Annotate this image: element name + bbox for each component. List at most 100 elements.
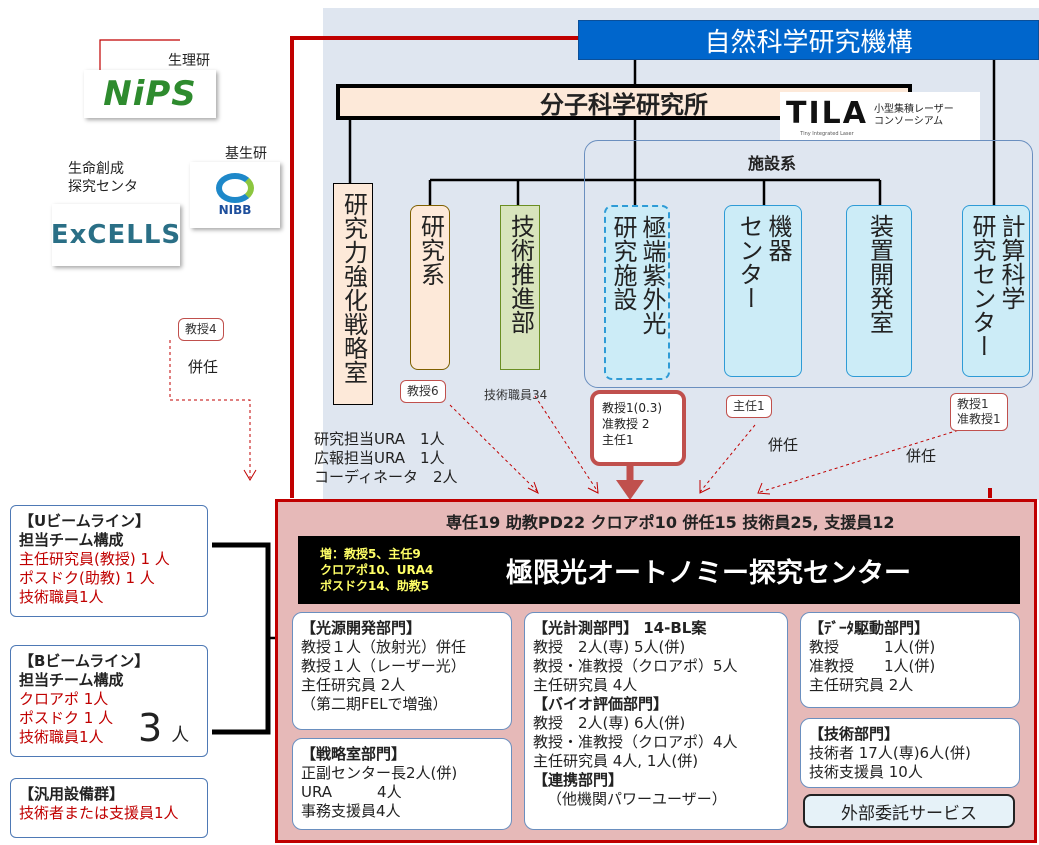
tila-tagline: Tiny Integrated Laser xyxy=(800,130,854,137)
dept-line: 技術支援員 10人 xyxy=(809,763,923,781)
staff-pill-computational: 教授1 准教授1 xyxy=(950,393,1008,431)
dept-line: （他機関パワーユーザー） xyxy=(547,790,727,808)
outsourcing-box: 外部委託サービス xyxy=(803,794,1015,828)
unit-label: 研究力強化戦略室 xyxy=(339,192,368,384)
nins-bar: 自然科学研究機構 xyxy=(578,20,1039,60)
nibb-swirl-icon xyxy=(216,173,254,203)
beamline-u-line: 技術職員1人 xyxy=(19,588,104,606)
dept-title: 【技術部門】 xyxy=(809,725,900,743)
beamline-count-number: 3 xyxy=(138,706,163,750)
dept-title: 【戦略室部門】 xyxy=(301,745,407,763)
dept-line: 主任研究員 2人 xyxy=(301,676,406,694)
nips-logo-text: NiPS xyxy=(103,74,197,114)
beamline-b-team: 担当チーム構成 xyxy=(19,671,124,689)
staff-pill-research: 教授6 xyxy=(400,380,446,403)
nibb-logo-text: NIBB xyxy=(218,203,252,217)
unit-label-2: 研究施設 xyxy=(609,215,637,311)
beamline-b-title: 【Bビームライン】 xyxy=(19,652,150,670)
beamline-b-line: 技術職員1人 xyxy=(19,728,104,746)
dept-technical: 【技術部門】 技術者 17人(専)6人(併) 技術支援員 10人 xyxy=(800,718,1020,788)
ura-list: 研究担当URA 1人 広報担当URA 1人 コーディネータ 2人 xyxy=(314,430,458,487)
dept-line: 正副センター長2人(併) xyxy=(301,764,458,782)
beamline-b-line: ポスドク 1 人 xyxy=(19,709,114,727)
tila-caption-2: コンソーシアム xyxy=(873,116,944,127)
dept-strategy: 【戦略室部門】 正副センター長2人(併) URA 4人 事務支援員4人 xyxy=(292,738,512,830)
tila-caption-1: 小型集積レーザー xyxy=(873,104,954,115)
beamline-b-box: 【Bビームライン】 担当チーム構成 クロアポ 1人 ポスドク 1 人 技術職員1… xyxy=(10,645,208,757)
general-equipment-title: 【汎用設備群】 xyxy=(19,785,125,803)
exccls-label-1: 生命創成 xyxy=(68,161,124,177)
exccls-logo: ExCELLS xyxy=(50,204,182,266)
dept-line: 主任研究員 4人 xyxy=(533,676,638,694)
unit-computational-center: 計算科学 研究センター xyxy=(962,205,1030,377)
computational-staff-2: 准教授1 xyxy=(957,412,1001,426)
general-equipment-line: 技術者または支援員1人 xyxy=(19,804,179,822)
center-increase: 増：教授5、主任9 クロアポ10、URA4 ポスドク14、助教5 xyxy=(320,546,433,594)
dept-line: 主任研究員 2人 xyxy=(809,676,914,694)
unit-label-2: 研究センター xyxy=(968,214,996,358)
staff-note-technical: 技術職員34 xyxy=(484,388,548,402)
exccls-logo-text: ExCELLS xyxy=(50,220,182,250)
beamline-u-title: 【Uビームライン】 xyxy=(19,512,150,530)
outsourcing-label: 外部委託サービス xyxy=(841,803,977,824)
dept-line: 教授・准教授（クロアポ）4人 xyxy=(533,733,738,751)
staff-note-left: 併任 xyxy=(188,358,219,376)
unit-label: 技術推進部 xyxy=(506,214,535,334)
unit-label-1: 極端紫外光 xyxy=(638,215,666,335)
nibb-logo: NIBB xyxy=(190,162,280,228)
dept-line: 准教授 1人(併) xyxy=(809,657,936,675)
unit-equipment-dev: 装置開発室 xyxy=(846,205,912,377)
unit-research-departments: 研究系 xyxy=(410,205,450,370)
unit-research-strategy: 研究力強化戦略室 xyxy=(333,183,373,405)
unit-instrument-center: 機器 センター xyxy=(724,205,802,377)
beamline-u-line: ポスドク(助教) 1 人 xyxy=(19,569,155,587)
dept-title: 【光計測部門】 14-BL案 xyxy=(533,619,707,637)
dept-line: 教授 1人(併) xyxy=(809,638,936,656)
center-name-bar: 増：教授5、主任9 クロアポ10、URA4 ポスドク14、助教5 極限光オートノ… xyxy=(298,536,1020,604)
dept-title: 【光源開発部門】 xyxy=(301,619,422,637)
center-increase-1: 増：教授5、主任9 xyxy=(320,547,421,561)
exccls-label-2: 探究センタ xyxy=(68,179,138,195)
unit-uvsor: 極端紫外光 研究施設 xyxy=(604,205,670,380)
dept-line: （第二期FELで増強） xyxy=(301,695,448,713)
center-increase-3: ポスドク14、助教5 xyxy=(320,579,430,593)
dept-line: 主任研究員 4人, 1人(併) xyxy=(533,752,699,770)
ura-line-2: 広報担当URA 1人 xyxy=(314,449,445,467)
dept-line: URA 4人 xyxy=(301,783,402,801)
beamline-u-line: 主任研究員(教授) 1 人 xyxy=(19,550,170,568)
uvsor-staff-3: 主任1 xyxy=(602,433,634,447)
facility-group xyxy=(584,140,1033,388)
unit-label-1: 機器 xyxy=(764,214,792,262)
ura-line-1: 研究担当URA 1人 xyxy=(314,430,445,448)
nins-title: 自然科学研究機構 xyxy=(704,27,913,58)
dept-line: 教授・准教授（クロアポ）5人 xyxy=(533,657,738,675)
center-summary: 専任19 助教PD22 クロアポ10 併任15 技術員25, 支援員12 xyxy=(446,513,895,532)
dept-line: 教授 2人(専) 5人(併) xyxy=(533,638,686,656)
dept-title: 【連携部門】 xyxy=(533,771,624,789)
ura-line-3: コーディネータ 2人 xyxy=(314,468,458,486)
computational-staff-1: 教授1 xyxy=(957,397,989,411)
staff-pill-left: 教授4 xyxy=(178,318,224,341)
dept-line: 技術者 17人(専)6人(併) xyxy=(809,744,971,762)
facility-title: 施設系 xyxy=(748,154,797,173)
unit-technical-division: 技術推進部 xyxy=(500,205,540,370)
beamline-count: 3 人 xyxy=(138,706,189,750)
center-increase-2: クロアポ10、URA4 xyxy=(320,563,434,577)
center-name: 極限光オートノミー探究センター xyxy=(506,558,911,589)
nibb-label: 基生研 xyxy=(225,146,267,162)
dept-light-source: 【光源開発部門】 教授１人（放射光）併任 教授１人（レーザー光） 主任研究員 2… xyxy=(292,612,512,730)
unit-label-2: センター xyxy=(735,214,763,310)
dept-measurement-bio-collab: 【光計測部門】 14-BL案 教授 2人(専) 5人(併) 教授・准教授（クロア… xyxy=(524,612,788,830)
nips-label: 生理研 xyxy=(168,53,210,69)
unit-label: 研究系 xyxy=(416,214,445,286)
beamline-u-team: 担当チーム構成 xyxy=(19,531,124,549)
tila-logo: TILA Tiny Integrated Laser 小型集積レーザー コンソー… xyxy=(780,92,980,140)
ims-title: 分子科学研究所 xyxy=(540,90,708,119)
nips-logo: NiPS xyxy=(84,70,216,118)
unit-label: 装置開発室 xyxy=(865,214,894,334)
beamline-count-unit: 人 xyxy=(171,725,190,746)
dept-title: 【ﾃﾞｰﾀ駆動部門】 xyxy=(809,619,930,637)
dept-line: 事務支援員4人 xyxy=(301,802,401,820)
uvsor-staff-1: 教授1(0.3) xyxy=(602,401,663,415)
